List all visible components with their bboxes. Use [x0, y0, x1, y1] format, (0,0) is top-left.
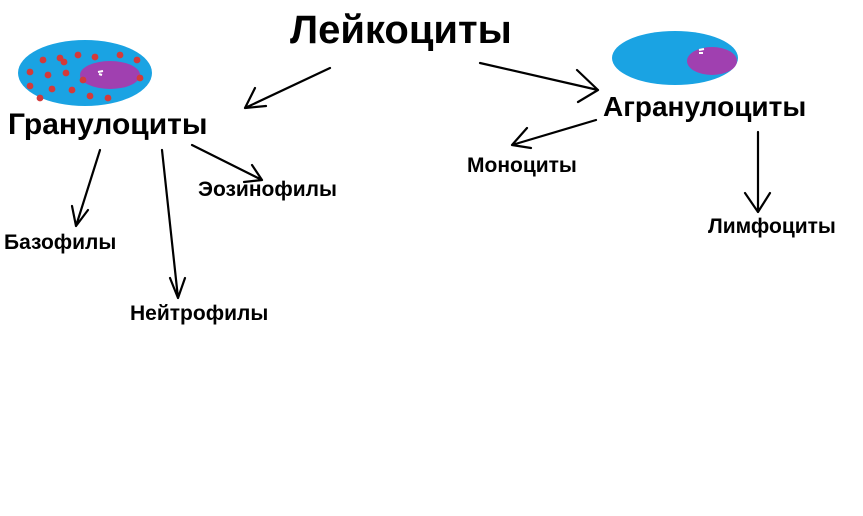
agranulocyte-nucleus: [687, 47, 737, 75]
granulocytes-label: Гранулоциты: [8, 108, 208, 141]
arrows: [70, 61, 772, 300]
granulocyte-nucleus: [80, 61, 140, 89]
granule-dot: [86, 92, 94, 100]
arrow-granulocytes-to-neutrophils: [160, 148, 187, 300]
arrow-granulocytes-to-eosinophils: [190, 143, 264, 184]
arrow-root-to-granulocytes: [243, 66, 332, 110]
granule-dot: [91, 53, 99, 61]
granulocyte-granules: [26, 51, 144, 102]
eosinophils-label: Эозинофилы: [198, 178, 337, 201]
lymphocytes-label: Лимфоциты: [708, 215, 836, 238]
arrow-agranulocytes-to-lymphocytes: [743, 130, 772, 214]
monocytes-label: Моноциты: [467, 154, 577, 177]
arrow-agranulocytes-to-monocytes: [510, 118, 598, 150]
granulocyte-cell-icon: [18, 40, 152, 106]
basophils-label: Базофилы: [4, 231, 117, 254]
granule-dot: [104, 94, 112, 102]
granule-dot: [62, 69, 70, 77]
granule-dot: [44, 71, 52, 79]
granule-dot: [116, 51, 124, 59]
granule-dot: [36, 94, 44, 102]
granule-dot: [26, 68, 34, 76]
granule-dot: [74, 51, 82, 59]
granule-dot: [39, 56, 47, 64]
arrow-granulocytes-to-basophils: [70, 148, 102, 228]
root-label: Лейкоциты: [290, 8, 512, 52]
granule-dot: [79, 76, 87, 84]
granulocyte-nucleus-highlight: [97, 70, 104, 76]
granule-dot: [26, 82, 34, 90]
granule-dot: [48, 85, 56, 93]
granule-dot: [133, 56, 141, 64]
agranulocyte-nucleus-highlight: [698, 48, 705, 54]
agranulocytes-label: Агранулоциты: [603, 91, 807, 122]
neutrophils-label: Нейтрофилы: [130, 302, 269, 325]
arrow-root-to-agranulocytes: [478, 61, 600, 104]
agranulocyte-cell-icon: [612, 31, 738, 85]
granule-dot: [68, 86, 76, 94]
granule-dot: [60, 58, 68, 66]
granule-dot: [136, 74, 144, 82]
